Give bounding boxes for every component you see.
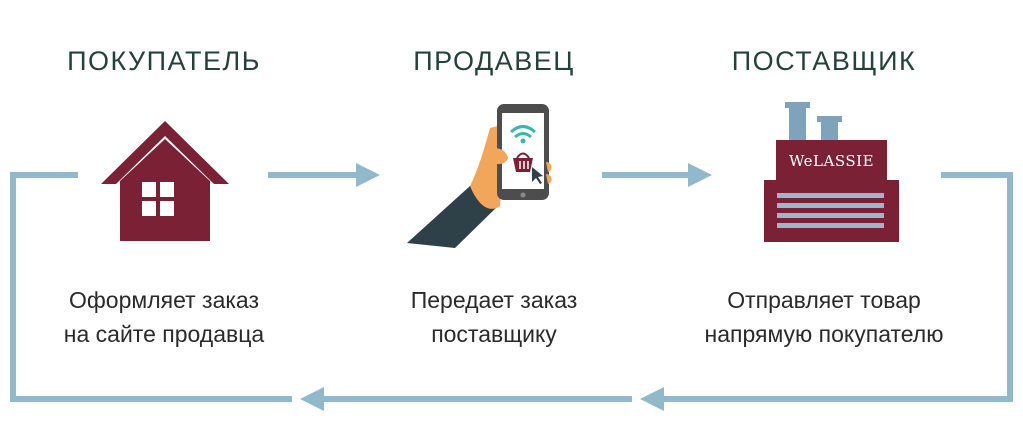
seller-title: ПРОДАВЕЦ [413, 46, 575, 76]
seller-caption-line2: поставщику [431, 321, 557, 347]
arrow-seller-to-supplier [602, 163, 712, 187]
supplier-title: ПОСТАВЩИК [731, 46, 917, 76]
buyer-caption: Оформляет заказ на сайте продавца [4, 283, 324, 351]
house-icon [101, 121, 229, 241]
buyer-caption-line2: на сайте продавца [63, 321, 265, 347]
buyer-title: ПОКУПАТЕЛЬ [67, 46, 261, 76]
smartphone-in-hand-icon [407, 104, 552, 248]
factory-brand-label: WeLASSIE [788, 152, 875, 170]
arrow-supplier-to-buyer [10, 172, 1013, 411]
supplier-caption-line2: напрямую покупателю [704, 321, 944, 347]
supplier-caption-line1: Отправляет товар [727, 287, 921, 313]
buyer-caption-line1: Оформляет заказ [68, 287, 260, 313]
supplier-caption: Отправляет товар напрямую покупателю [664, 283, 984, 351]
arrow-buyer-to-seller [268, 163, 380, 187]
seller-caption-line1: Передает заказ [410, 287, 578, 313]
factory-icon [764, 102, 899, 242]
seller-caption: Передает заказ поставщику [334, 283, 654, 351]
